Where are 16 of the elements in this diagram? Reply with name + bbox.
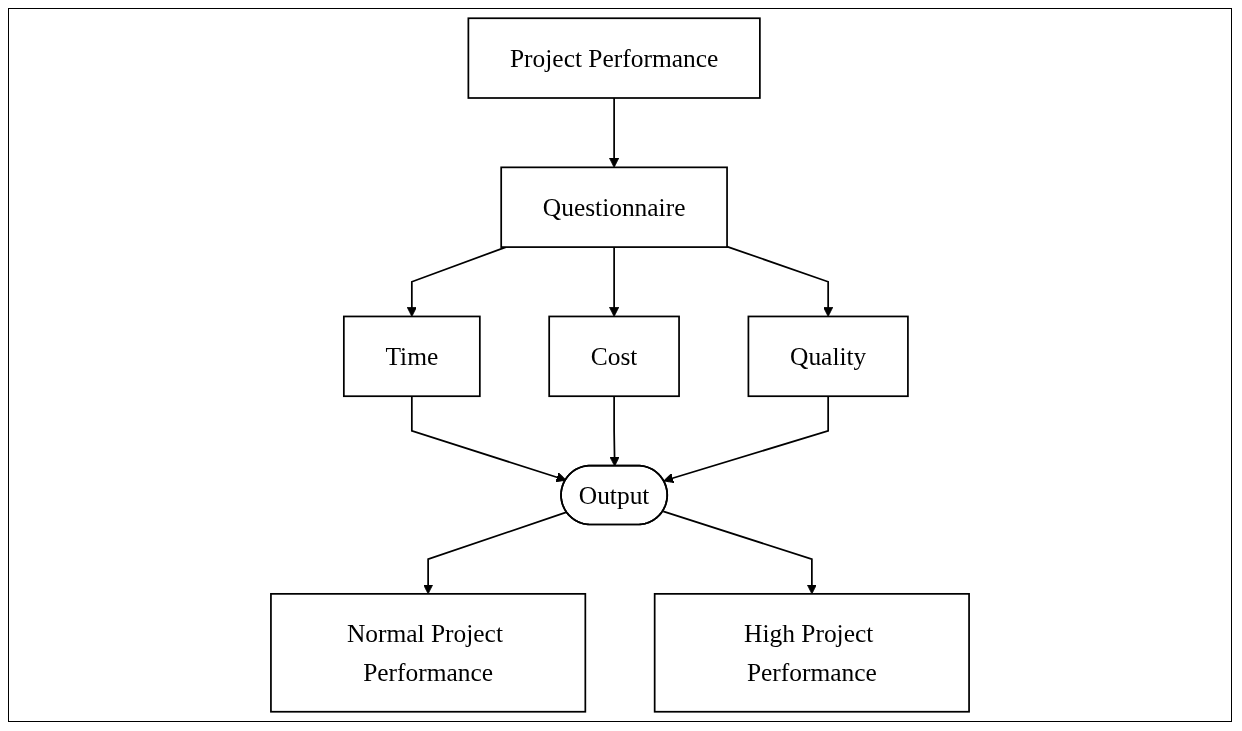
- node-box: High Project Performance: [653, 593, 970, 713]
- arrow: [423, 511, 568, 595]
- arrow: [406, 246, 507, 317]
- arrow: [609, 246, 620, 317]
- node-box: Normal Project Performance: [270, 593, 587, 713]
- arrow: [663, 395, 830, 484]
- arrow: [726, 245, 834, 317]
- arrow: [662, 510, 817, 595]
- node-box: Cost: [548, 315, 680, 398]
- arrow: [410, 395, 567, 483]
- node-box: Questionnaire: [500, 166, 728, 248]
- arrow: [609, 97, 620, 168]
- node-box: Time: [342, 315, 481, 398]
- node-box: Quality: [747, 315, 909, 398]
- node-box: Project Performance: [467, 17, 761, 99]
- arrow: [609, 395, 620, 467]
